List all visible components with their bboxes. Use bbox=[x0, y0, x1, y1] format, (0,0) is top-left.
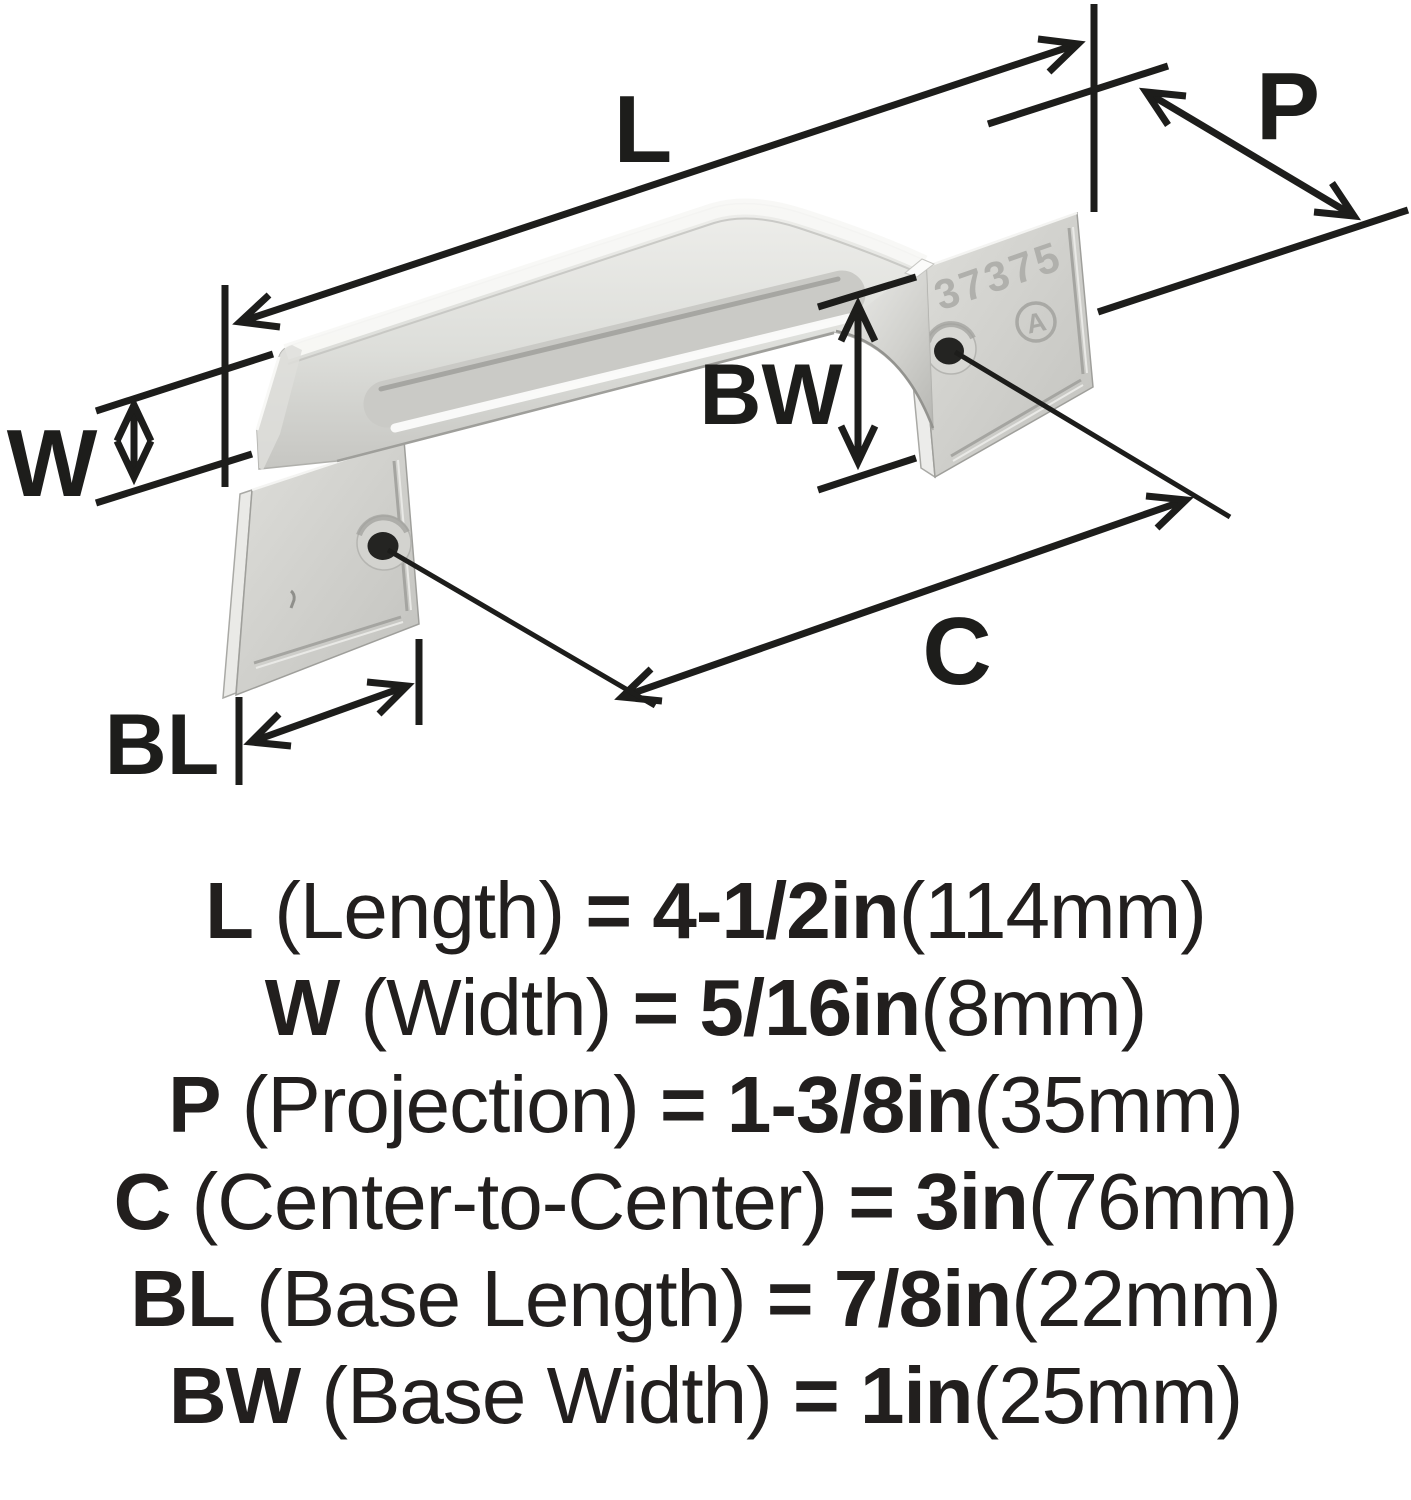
dim-label-W: W bbox=[7, 410, 98, 517]
dim-W-arrowhead-bottom bbox=[113, 439, 155, 486]
spec-equals: = bbox=[793, 1351, 840, 1440]
dim-L-arrowhead-left bbox=[232, 292, 281, 331]
dim-BW-arrowhead-bottom bbox=[837, 424, 879, 471]
dim-P-witness-bottom bbox=[1096, 206, 1410, 316]
spec-name: (Base Width) bbox=[321, 1351, 772, 1440]
spec-equals: = bbox=[659, 1060, 707, 1149]
spec-name: (Length) bbox=[274, 866, 565, 955]
spec-equals: = bbox=[766, 1254, 814, 1343]
handle-bottom-edge bbox=[336, 331, 835, 463]
spec-metric: (22mm) bbox=[1011, 1254, 1282, 1343]
dim-W-arrowhead-top bbox=[113, 396, 155, 443]
handle-recess-highlight bbox=[390, 313, 854, 433]
spec-key: P bbox=[168, 1060, 221, 1149]
dim-BL-arrowhead-right bbox=[366, 678, 415, 717]
right-screw-hole bbox=[925, 321, 977, 375]
dim-C-arrowhead-right bbox=[1145, 492, 1194, 531]
spec-value: 4-1/2in bbox=[652, 866, 899, 955]
handle-left-end-highlight bbox=[255, 356, 281, 431]
dim-label-BL: BL bbox=[105, 697, 220, 793]
spec-name: (Projection) bbox=[241, 1060, 640, 1149]
spec-key: L bbox=[205, 866, 254, 955]
right-plate-groove-right-highlight bbox=[1072, 226, 1088, 374]
dim-label-P: P bbox=[1256, 53, 1320, 160]
spec-equals: = bbox=[632, 963, 679, 1052]
handle-top-surface bbox=[283, 198, 928, 360]
dim-W-witness-bottom bbox=[94, 450, 254, 507]
spec-key: BL bbox=[130, 1254, 236, 1343]
dim-BW-witness-top bbox=[816, 273, 918, 311]
spec-line-base-length: BL (Base Length) = 7/8in(22mm) bbox=[0, 1250, 1411, 1347]
dim-P-arrowhead-top bbox=[1138, 87, 1187, 127]
handle-recess-shadow bbox=[378, 276, 841, 392]
spec-value: 1-3/8in bbox=[726, 1060, 974, 1149]
leader-line-left-hole bbox=[386, 547, 657, 709]
spec-value: 1in bbox=[859, 1351, 974, 1440]
left-screw-hole bbox=[356, 514, 412, 571]
spec-value: 7/8in bbox=[833, 1254, 1012, 1343]
spec-name: (Width) bbox=[360, 963, 612, 1052]
handle-cove-edge bbox=[835, 329, 935, 429]
dim-label-L: L bbox=[614, 76, 673, 183]
left-plate-groove-bottom-highlight bbox=[255, 621, 404, 669]
dim-label-C: C bbox=[922, 598, 991, 705]
spec-value: 5/16in bbox=[699, 963, 921, 1052]
handle-top-crease bbox=[287, 217, 922, 365]
left-plate-engraved-mark bbox=[289, 589, 296, 609]
dim-W-witness-top bbox=[94, 350, 275, 415]
right-screw-shadow bbox=[925, 321, 976, 343]
handle-recessed-panel bbox=[363, 270, 866, 428]
dim-line-BL bbox=[249, 682, 409, 746]
spec-line-projection: P (Projection) = 1-3/8in(35mm) bbox=[0, 1056, 1411, 1153]
spec-line-width: W (Width) = 5/16in(8mm) bbox=[0, 959, 1411, 1056]
spec-key: C bbox=[113, 1157, 172, 1246]
right-plate-groove-bottom-highlight bbox=[952, 384, 1084, 462]
dim-P-witness-top bbox=[986, 62, 1170, 128]
dim-line-P bbox=[1144, 88, 1356, 220]
spec-metric: (114mm) bbox=[898, 866, 1207, 955]
dim-BW-witness-bottom bbox=[816, 454, 918, 494]
spec-metric: (35mm) bbox=[973, 1060, 1244, 1149]
spec-line-length: L (Length) = 4-1/2in(114mm) bbox=[0, 862, 1411, 959]
left-base-plate bbox=[222, 438, 420, 700]
spec-key: BW bbox=[168, 1351, 301, 1440]
handle-left-end-face bbox=[257, 345, 302, 470]
dimension-lines bbox=[94, 4, 1410, 785]
right-plate-groove-bottom bbox=[950, 378, 1082, 458]
dim-label-BW: BW bbox=[699, 347, 843, 443]
right-plate-groove-right bbox=[1067, 227, 1085, 375]
spec-metric: (8mm) bbox=[920, 963, 1147, 1052]
left-screw-shadow bbox=[356, 514, 410, 537]
dim-line-L bbox=[238, 40, 1080, 326]
leader-line-right-hole bbox=[953, 349, 1232, 520]
logo-circle bbox=[1015, 301, 1057, 343]
dim-P-arrowhead-bottom bbox=[1313, 181, 1362, 221]
right-screw-hole-opening bbox=[934, 337, 964, 365]
spec-line-center-to-center: C (Center-to-Center) = 3in(76mm) bbox=[0, 1153, 1411, 1250]
pull-handle-illustration bbox=[255, 198, 935, 470]
spec-equals: = bbox=[848, 1157, 895, 1246]
spec-value: 3in bbox=[915, 1157, 1029, 1246]
handle-cove-face bbox=[834, 261, 933, 430]
spec-metric: (25mm) bbox=[972, 1351, 1244, 1440]
spec-list: L (Length) = 4-1/2in(114mm) W (Width) = … bbox=[0, 862, 1411, 1444]
dim-L-arrowhead-right bbox=[1037, 35, 1086, 75]
right-plate-top-highlight bbox=[916, 211, 1078, 272]
spec-name: (Base Length) bbox=[256, 1254, 747, 1343]
spec-line-base-width: BW (Base Width) = 1in(25mm) bbox=[0, 1347, 1411, 1444]
dim-line-C bbox=[620, 496, 1188, 701]
dim-BW-arrowhead-top bbox=[837, 296, 879, 343]
spec-equals: = bbox=[585, 866, 632, 955]
right-base-plate: 37375 A bbox=[902, 211, 1094, 479]
dimension-diagram: 37375 A bbox=[7, 4, 1410, 793]
dim-BL-arrowhead-left bbox=[243, 711, 292, 750]
spec-name: (Center-to-Center) bbox=[191, 1157, 829, 1246]
spec-key: W bbox=[264, 963, 341, 1052]
spec-metric: (76mm) bbox=[1027, 1157, 1299, 1246]
left-plate-groove-bottom bbox=[253, 615, 402, 665]
